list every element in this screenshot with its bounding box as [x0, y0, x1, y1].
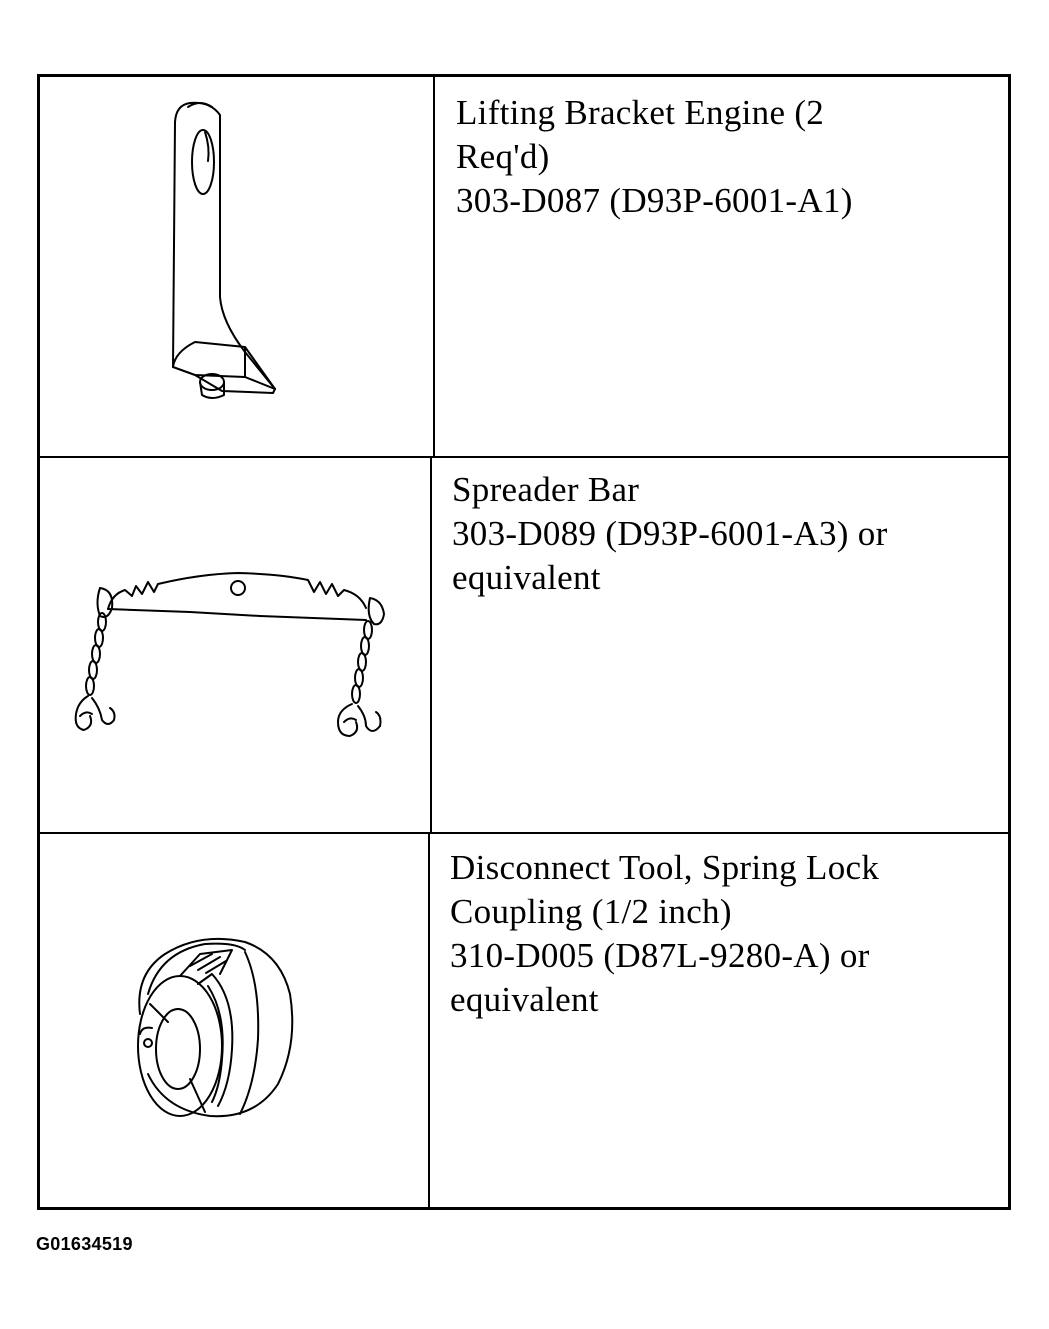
tool-name-line: Lifting Bracket Engine (2 [456, 93, 825, 132]
column-divider [428, 834, 430, 1207]
tool-part-number: 303-D089 (D93P-6001-A3) or [452, 514, 888, 553]
tool-name-line: Req'd) [456, 137, 550, 176]
tool-row-disconnect-tool: Disconnect Tool, Spring Lock Coupling (1… [40, 834, 1008, 1207]
tool-part-number: 310-D005 (D87L-9280-A) or [450, 936, 870, 975]
tool-description: Disconnect Tool, Spring Lock Coupling (1… [450, 846, 1000, 1022]
tool-description: Spreader Bar 303-D089 (D93P-6001-A3) or … [452, 468, 992, 600]
tool-suffix: equivalent [452, 558, 601, 597]
tool-name-line: Spreader Bar [452, 470, 640, 509]
disconnect-tool-illustration [137, 937, 294, 1118]
column-divider [433, 77, 435, 456]
special-tools-table: Lifting Bracket Engine (2 Req'd) 303-D08… [37, 74, 1011, 1210]
tool-description: Lifting Bracket Engine (2 Req'd) 303-D08… [456, 91, 996, 223]
spreader-bar-illustration [74, 572, 385, 737]
tool-row-lifting-bracket: Lifting Bracket Engine (2 Req'd) 303-D08… [40, 77, 1008, 458]
tool-suffix: equivalent [450, 980, 599, 1019]
column-divider [430, 458, 432, 832]
figure-id: G01634519 [36, 1234, 133, 1254]
tool-part-number: 303-D087 (D93P-6001-A1) [456, 181, 853, 220]
lifting-bracket-illustration [172, 101, 276, 399]
tool-name-line: Coupling (1/2 inch) [450, 892, 732, 931]
tool-row-spreader-bar: Spreader Bar 303-D089 (D93P-6001-A3) or … [40, 458, 1008, 834]
tool-name-line: Disconnect Tool, Spring Lock [450, 848, 880, 887]
